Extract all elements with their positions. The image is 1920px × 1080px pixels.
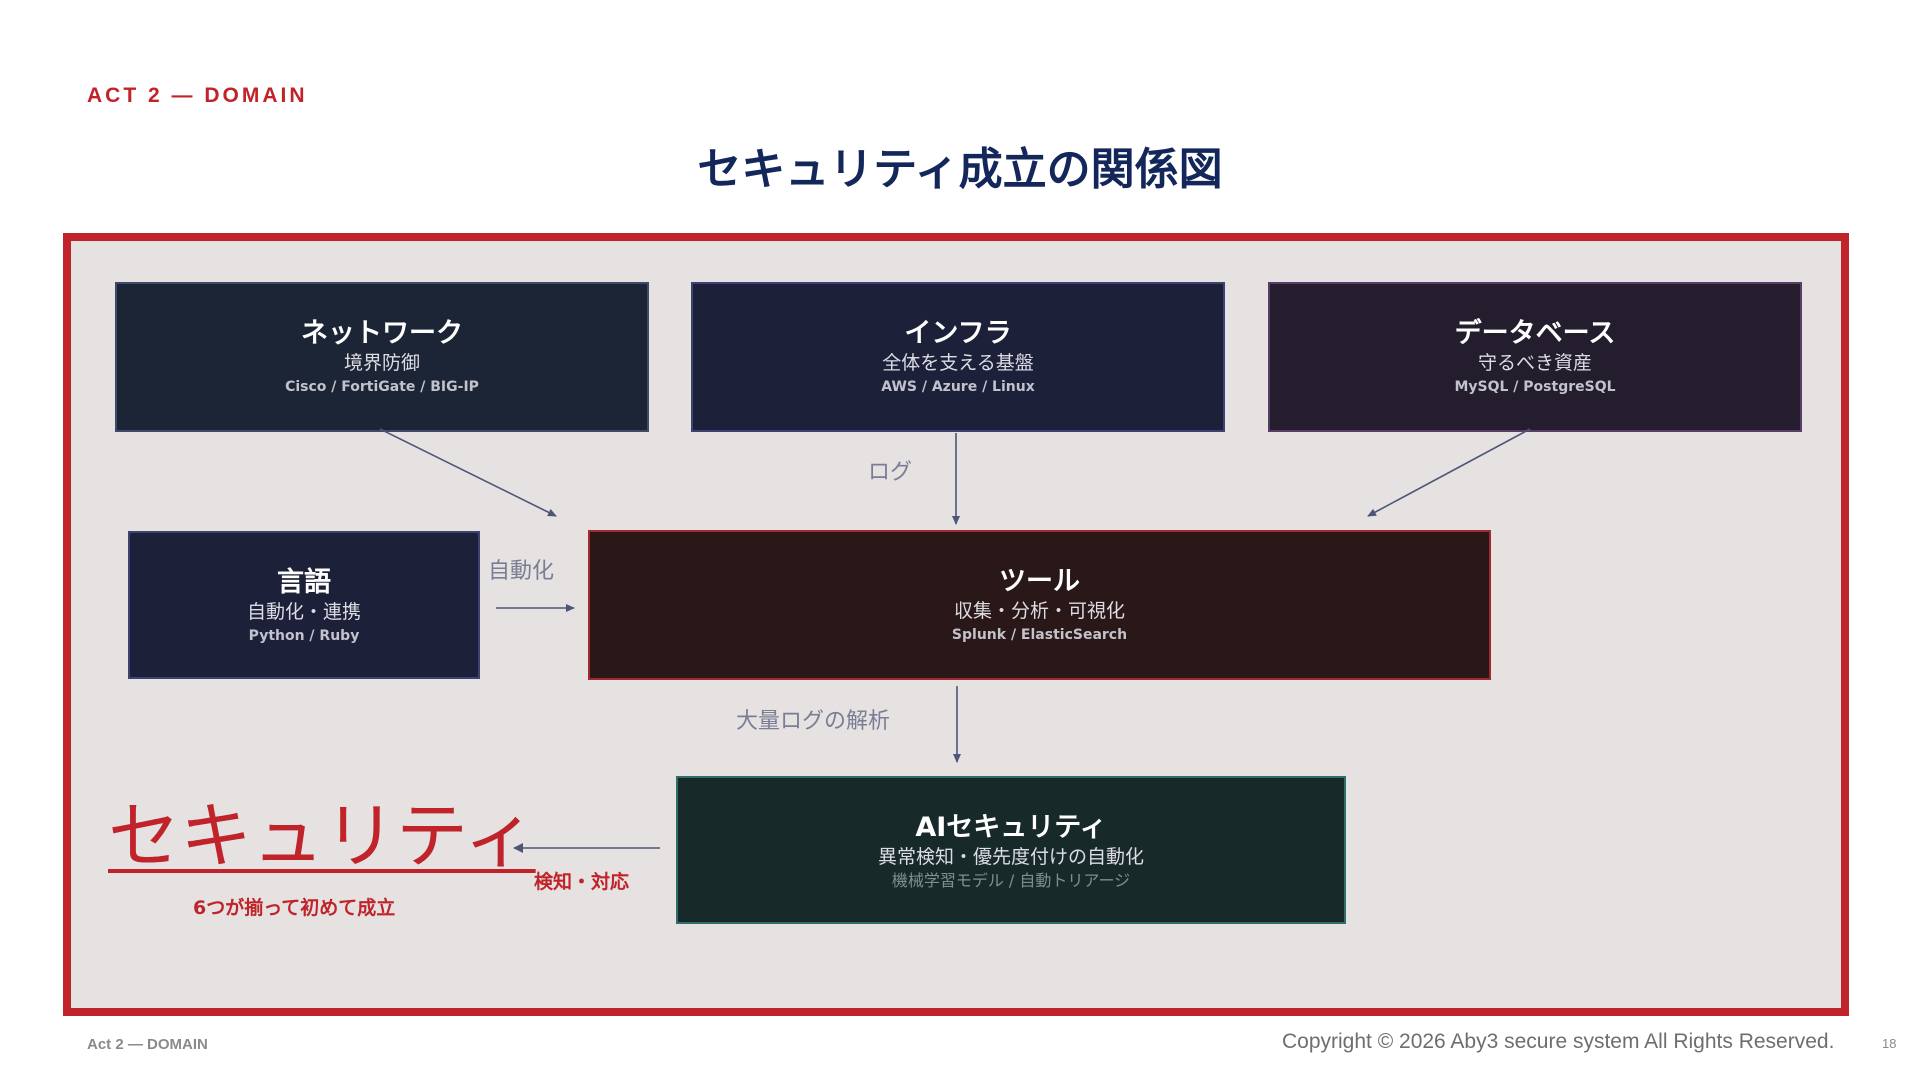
node-language-title: 言語	[277, 567, 331, 598]
node-ai-title: AIセキュリティ	[915, 812, 1107, 843]
page-number: 18	[1882, 1036, 1897, 1051]
security-outcome-note: 6つが揃って初めて成立	[193, 897, 396, 919]
act-label: ACT 2 — DOMAIN	[87, 84, 308, 107]
footer-act-label: Act 2 — DOMAIN	[87, 1036, 208, 1053]
node-database-title: データベース	[1454, 318, 1616, 349]
node-ai-security: AIセキュリティ 異常検知・優先度付けの自動化 機械学習モデル / 自動トリアー…	[676, 776, 1346, 924]
node-database-detail: MySQL / PostgreSQL	[1454, 379, 1616, 395]
edge-label-detect-respond: 検知・対応	[534, 871, 630, 893]
node-network-title: ネットワーク	[301, 318, 463, 349]
node-network: ネットワーク 境界防御 Cisco / FortiGate / BIG-IP	[115, 282, 649, 432]
edge-label-automation: 自動化	[488, 559, 555, 584]
footer-copyright: Copyright © 2026 Aby3 secure system All …	[1282, 1030, 1835, 1053]
edge-label-mass-log: 大量ログの解析	[736, 709, 891, 734]
node-infra-title: インフラ	[904, 318, 1012, 349]
node-language-detail: Python / Ruby	[248, 628, 360, 644]
edge-label-log: ログ	[868, 460, 913, 485]
arrow-network-to-tools	[379, 428, 557, 517]
node-infra-subtitle: 全体を支える基盤	[882, 352, 1034, 374]
node-tools-detail: Splunk / ElasticSearch	[951, 627, 1128, 643]
node-language-subtitle: 自動化・連携	[246, 601, 361, 623]
node-ai-subtitle: 異常検知・優先度付けの自動化	[877, 846, 1144, 868]
node-tools: ツール 収集・分析・可視化 Splunk / ElasticSearch	[588, 530, 1491, 680]
node-infra: インフラ 全体を支える基盤 AWS / Azure / Linux	[691, 282, 1225, 432]
security-outcome-title: セキュリティ	[108, 794, 536, 878]
node-tools-subtitle: 収集・分析・可視化	[953, 600, 1125, 622]
node-database-subtitle: 守るべき資産	[1477, 352, 1592, 374]
arrow-database-to-tools	[1367, 428, 1531, 517]
node-infra-detail: AWS / Azure / Linux	[881, 379, 1035, 395]
slide-title: セキュリティ成立の関係図	[697, 144, 1223, 195]
node-database: データベース 守るべき資産 MySQL / PostgreSQL	[1268, 282, 1802, 432]
node-tools-title: ツール	[999, 566, 1080, 597]
node-network-detail: Cisco / FortiGate / BIG-IP	[285, 379, 479, 395]
node-network-subtitle: 境界防御	[343, 352, 420, 374]
node-language: 言語 自動化・連携 Python / Ruby	[128, 531, 480, 679]
node-ai-detail: 機械学習モデル / 自動トリアージ	[891, 871, 1131, 890]
